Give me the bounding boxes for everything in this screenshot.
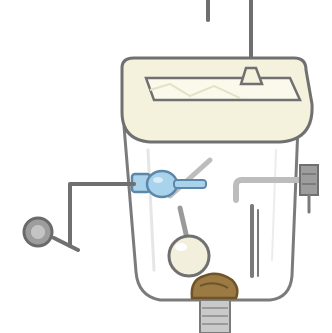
supply-pipe — [208, 0, 251, 64]
side-bracket — [300, 165, 318, 212]
lid-tray — [122, 58, 312, 142]
flush-handle — [24, 218, 52, 246]
drain-outlet — [200, 300, 230, 333]
lever-arm — [54, 184, 134, 250]
float-ball — [169, 236, 209, 276]
